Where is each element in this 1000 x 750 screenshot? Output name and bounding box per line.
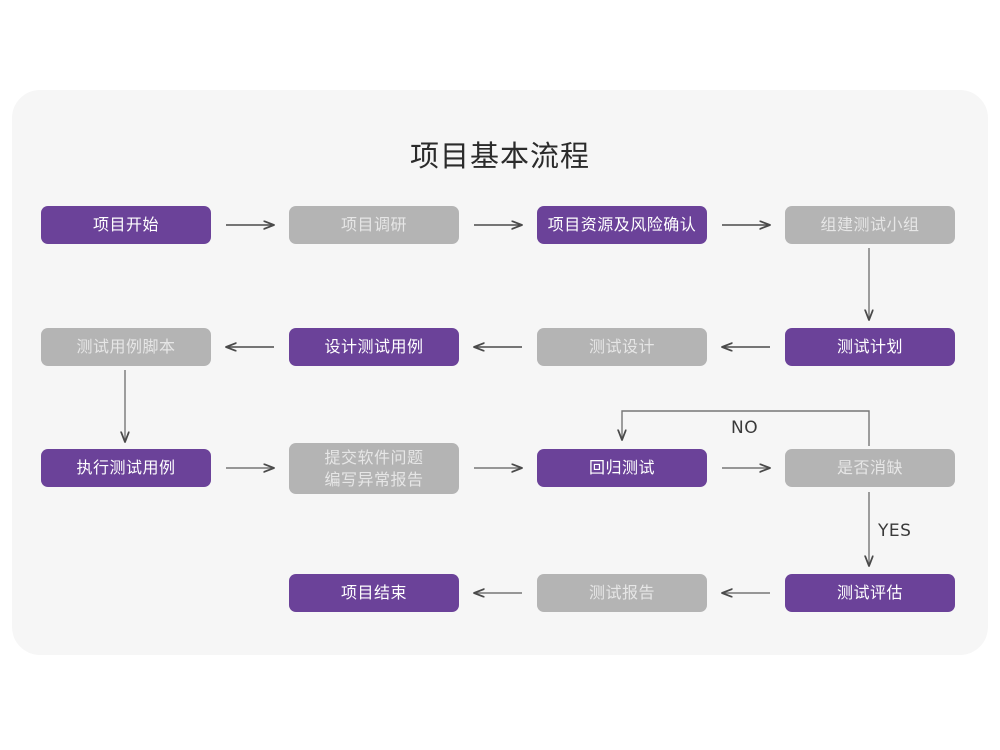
edge-label-no: NO	[731, 418, 759, 438]
node-project-end[interactable]: 项目结束	[289, 574, 459, 612]
node-testcase-script[interactable]: 测试用例脚本	[41, 328, 211, 366]
node-design-testcase[interactable]: 设计测试用例	[289, 328, 459, 366]
edge-label-yes: YES	[878, 521, 912, 541]
page-title: 项目基本流程	[409, 139, 590, 173]
node-regression-test[interactable]: 回归测试	[537, 449, 707, 487]
node-execute-testcase[interactable]: 执行测试用例	[41, 449, 211, 487]
node-project-research[interactable]: 项目调研	[289, 206, 459, 244]
node-defect-cleared-decision[interactable]: 是否消缺	[785, 449, 955, 487]
node-resource-risk-confirm[interactable]: 项目资源及风险确认	[537, 206, 707, 244]
node-test-report[interactable]: 测试报告	[537, 574, 707, 612]
node-submit-defect-report[interactable]: 提交软件问题 编写异常报告	[289, 443, 459, 494]
flowchart-card	[12, 90, 988, 655]
node-build-test-team[interactable]: 组建测试小组	[785, 206, 955, 244]
node-test-plan[interactable]: 测试计划	[785, 328, 955, 366]
node-test-design[interactable]: 测试设计	[537, 328, 707, 366]
node-test-evaluation[interactable]: 测试评估	[785, 574, 955, 612]
node-project-start[interactable]: 项目开始	[41, 206, 211, 244]
